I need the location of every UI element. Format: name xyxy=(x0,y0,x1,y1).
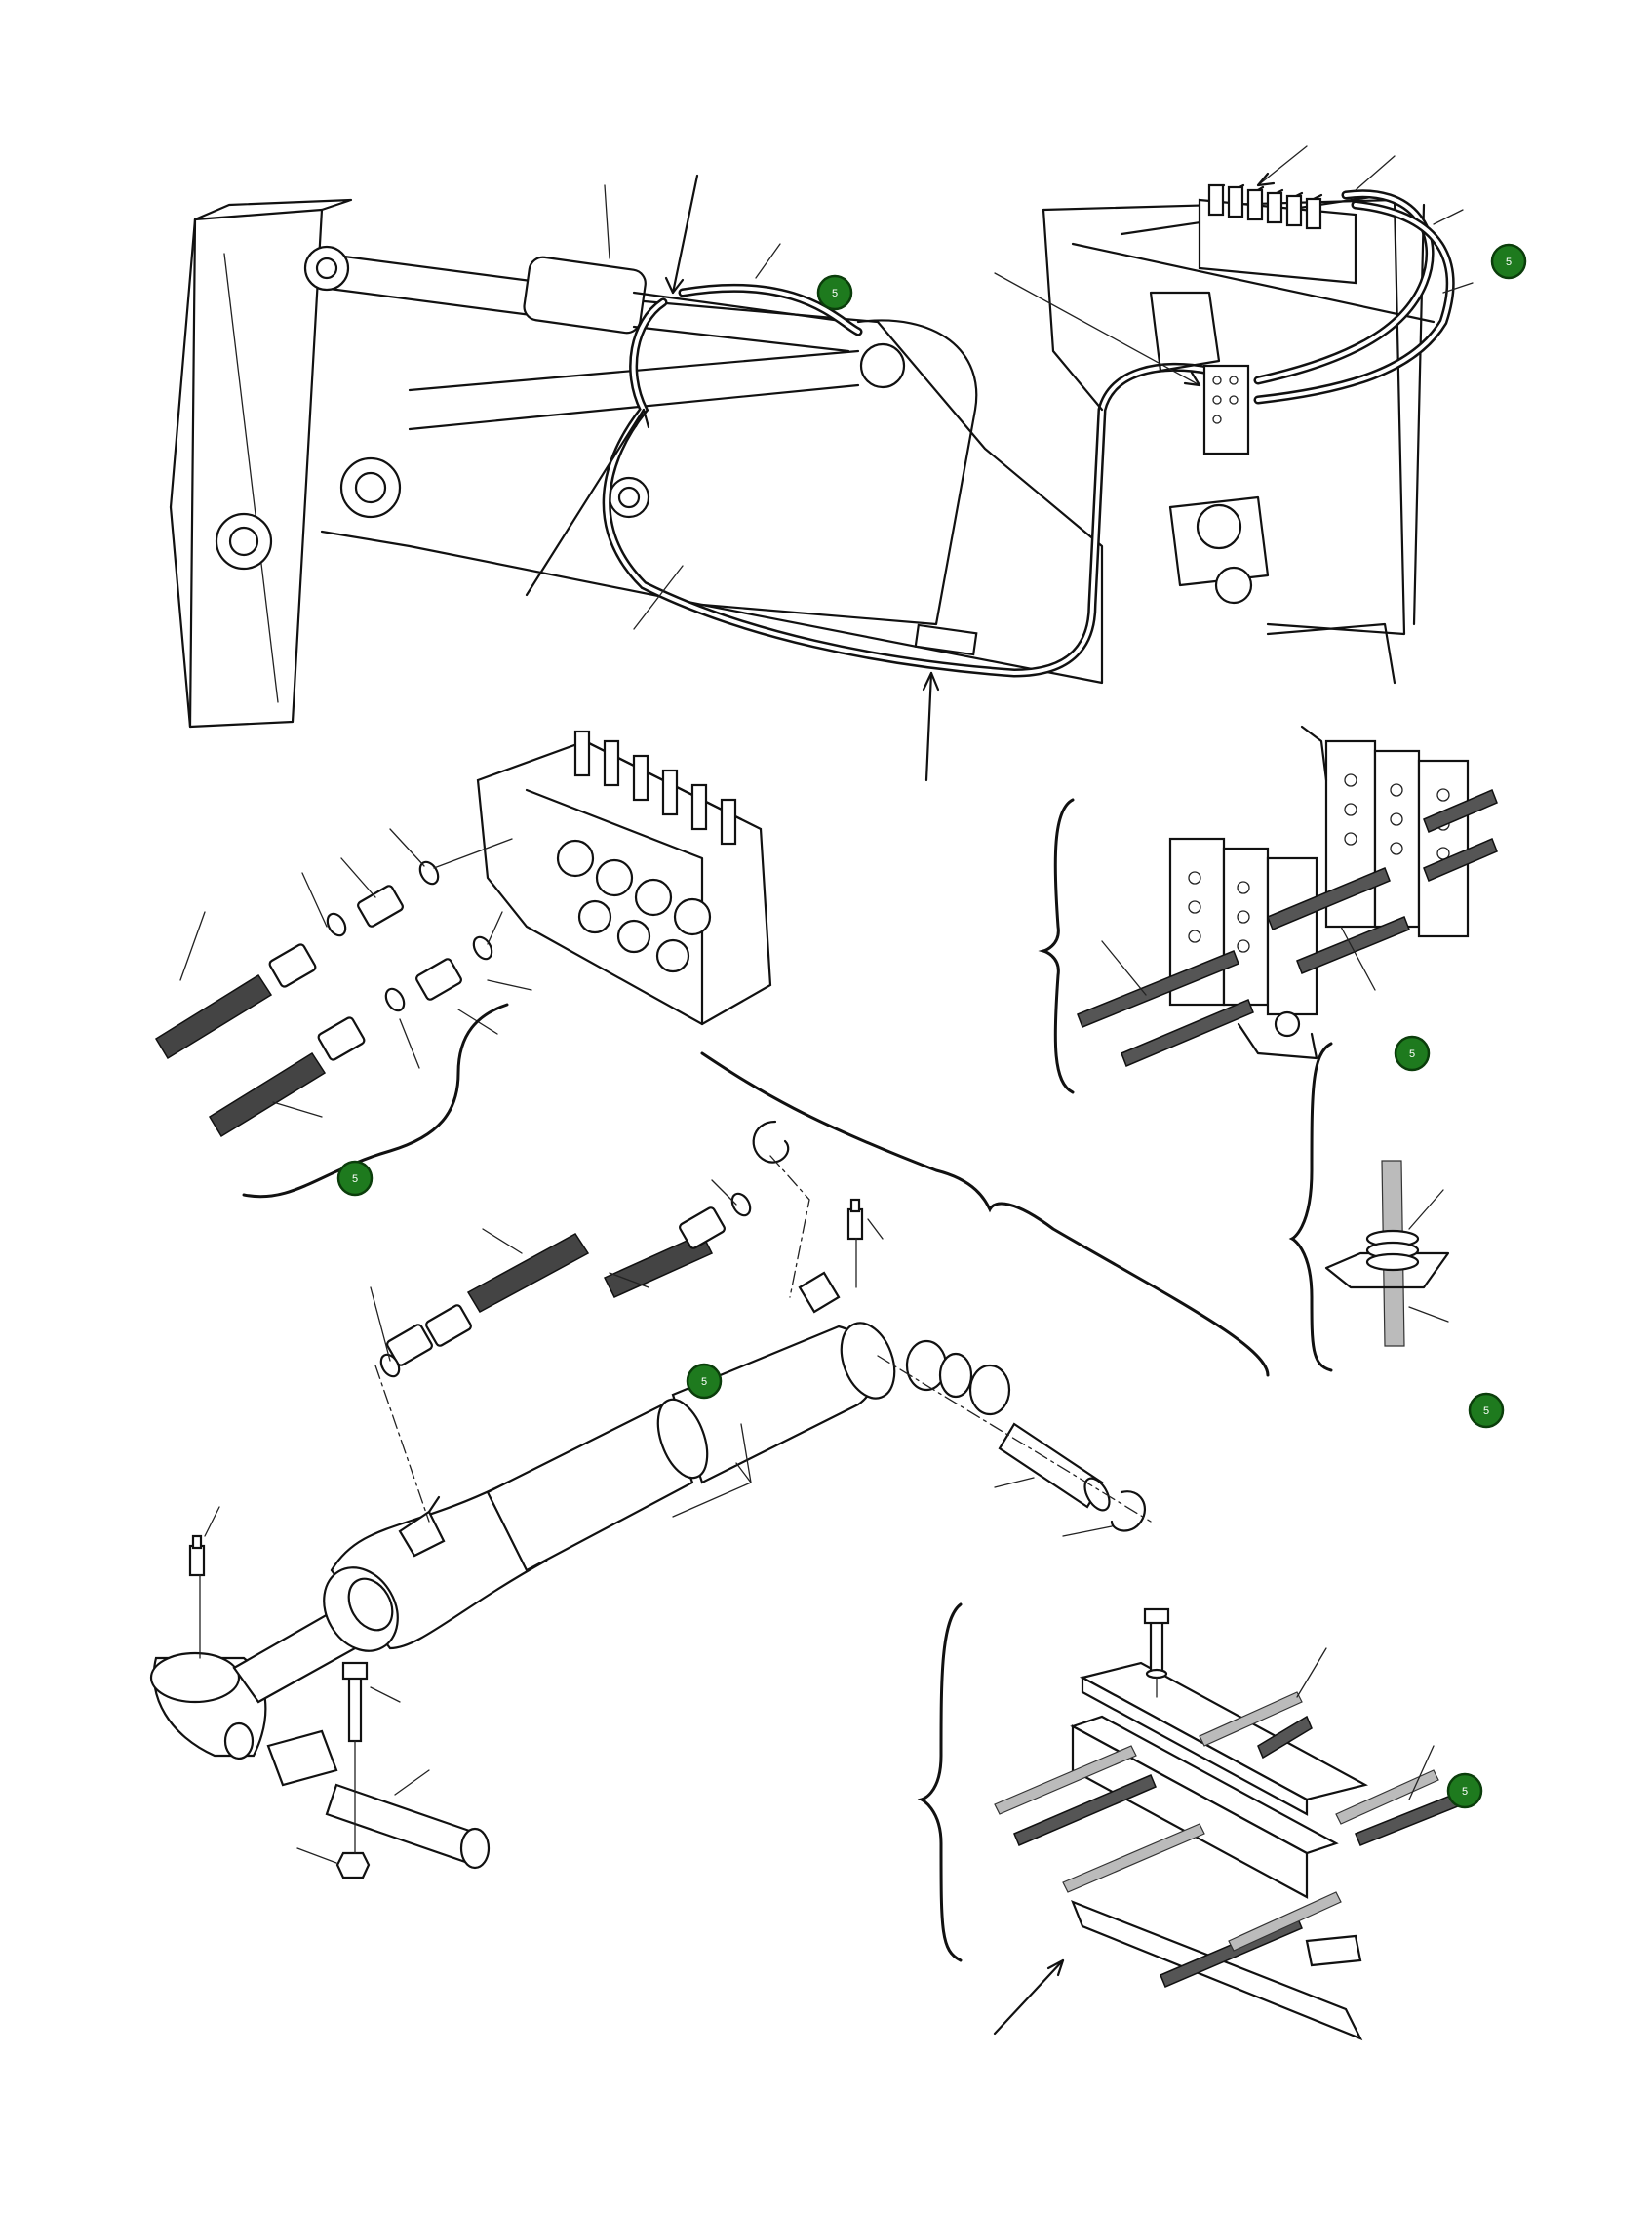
callout-top-right[interactable]: 5 xyxy=(1490,243,1527,280)
hose-grommet-detail xyxy=(1288,1042,1450,1372)
callout-top-hose[interactable]: 5 xyxy=(816,274,853,311)
callout-label: 5 xyxy=(1483,1405,1489,1417)
callout-clamp-assembly[interactable]: 5 xyxy=(1394,1035,1431,1072)
callout-bottom-clamp[interactable]: 5 xyxy=(1446,1772,1483,1809)
callout-label: 5 xyxy=(701,1376,707,1388)
hydraulic-cylinder-exploded xyxy=(149,1051,1270,1879)
hose-clamp-assembly xyxy=(1038,725,1498,1094)
callout-label: 5 xyxy=(352,1173,358,1185)
callout-cylinder[interactable]: 5 xyxy=(686,1363,723,1400)
callout-label: 5 xyxy=(1462,1786,1468,1798)
callout-valve-fittings[interactable]: 5 xyxy=(336,1160,374,1197)
callout-label: 5 xyxy=(832,288,838,299)
control-valve-exploded xyxy=(154,730,772,1199)
control-valve-top xyxy=(1198,183,1357,285)
callout-label: 5 xyxy=(1506,257,1512,268)
callout-label: 5 xyxy=(1409,1048,1415,1060)
boom-assembly-view xyxy=(169,145,1474,782)
bottom-clamp-assembly xyxy=(917,1602,1459,2041)
callout-hose-grommet[interactable]: 5 xyxy=(1468,1392,1505,1429)
